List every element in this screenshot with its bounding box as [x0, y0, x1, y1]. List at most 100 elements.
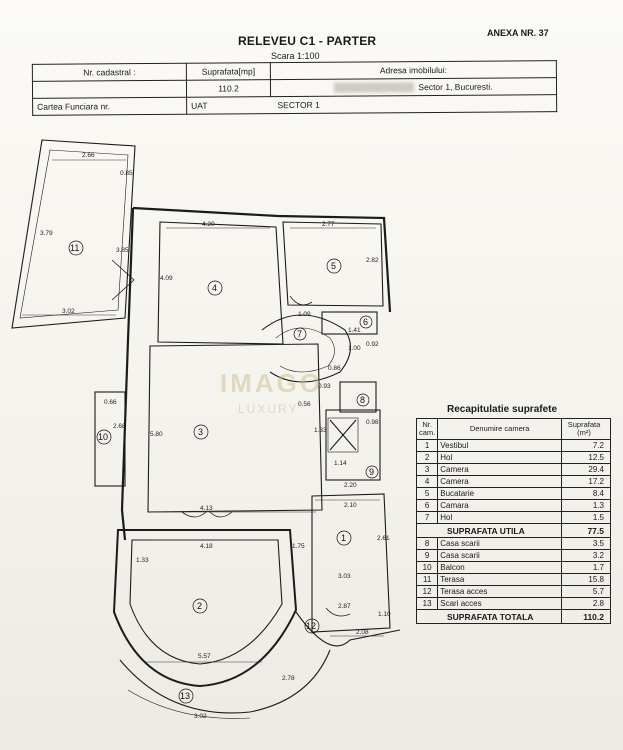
room-7-marker [293, 327, 307, 341]
room-12-number: 12 [306, 621, 316, 631]
dimension-label: 1.75 [292, 543, 305, 550]
area-value-cell: 3.2 [561, 549, 611, 562]
dimension-label: 2.78 [282, 675, 295, 682]
room-11-number: 11 [70, 243, 79, 253]
dimension-label: 5.57 [198, 653, 211, 660]
room-name-cell: Terasa [437, 573, 562, 586]
dimension-label: 1.00 [348, 345, 361, 352]
room-1-number: 1 [341, 533, 346, 543]
dimension-label: 2.66 [82, 152, 95, 159]
room-number-cell: 4 [415, 475, 439, 488]
room-number-cell: 2 [415, 451, 439, 464]
room-8-number: 8 [360, 395, 365, 405]
terrace-outline [11, 139, 136, 329]
total-area-row-value: 110.2 [561, 609, 611, 624]
dimension-label: 2.87 [338, 603, 351, 610]
room-number-cell: 1 [415, 439, 439, 452]
room-11-marker [68, 240, 84, 256]
dimension-label: 2.10 [344, 502, 357, 509]
room-number-cell: 5 [415, 487, 439, 500]
room-8-marker [356, 393, 370, 407]
room-name-cell: Camara [437, 499, 562, 512]
room-name-cell: Casa scarii [437, 549, 562, 562]
recap-title: Recapitulatie suprafete [447, 404, 558, 415]
room-number-cell: 9 [415, 549, 439, 562]
room-number-cell: 6 [415, 499, 439, 512]
area-value-cell: 2.8 [561, 597, 611, 610]
room-name-cell: Vestibul [437, 439, 562, 452]
room-13-marker [178, 688, 194, 704]
room-number-cell: 12 [415, 585, 439, 598]
room-number-cell: 10 [415, 561, 439, 574]
room-4-outline [157, 221, 284, 345]
useful-area-row-label: SUPRAFATA UTILA [416, 523, 562, 538]
dimension-label: 0.98 [366, 419, 379, 426]
col-header-nr: Nr. cam. [415, 418, 439, 440]
dimension-label: 0.66 [104, 399, 117, 406]
dimension-label: 4.18 [200, 543, 213, 550]
room-3-number: 3 [198, 427, 203, 437]
room-number-cell: 8 [415, 537, 439, 550]
room-7-number: 7 [297, 329, 302, 339]
room-2-number: 2 [197, 601, 202, 611]
room-4-marker [207, 280, 223, 296]
dimension-label: 2.82 [366, 257, 379, 264]
watermark-logo: IMAGO [220, 368, 324, 398]
scale-label: Scara 1:100 [271, 51, 320, 61]
dimension-label: 0.93 [318, 383, 331, 390]
dimension-label: 1.14 [334, 460, 347, 467]
area-value-cell: 15.8 [561, 573, 611, 586]
dimension-label: 2.08 [356, 629, 369, 636]
room-number-cell: 13 [415, 597, 439, 610]
dimension-label: 3.79 [40, 230, 53, 237]
dimension-label: 3.03 [338, 573, 351, 580]
area-value-cell: 12.5 [561, 451, 611, 464]
room-9-number: 9 [369, 467, 374, 477]
area-value-cell: 3.5 [561, 537, 611, 550]
area-value-cell: 1.7 [561, 561, 611, 574]
dimension-label: 0.56 [298, 401, 311, 408]
annex-number: ANEXA NR. 37 [487, 28, 549, 38]
room-5-marker [326, 258, 342, 274]
room-name-cell: Scari acces [437, 597, 562, 610]
dimension-label: 2.20 [344, 482, 357, 489]
room-name-cell: Camera [437, 463, 562, 476]
col-header-name: Denumire camera [437, 418, 562, 440]
room-1-marker [336, 530, 352, 546]
room-4-number: 4 [212, 283, 217, 293]
total-area-row-label: SUPRAFATA TOTALA [416, 609, 562, 624]
dimension-label: 4.20 [202, 221, 215, 228]
dimension-label: 1.10 [378, 611, 391, 618]
dimension-label: 2.77 [322, 221, 335, 228]
area-summary-table: Nr. cam. Denumire camera Suprafata (m²) … [415, 418, 611, 624]
room-number-cell: 7 [415, 511, 439, 524]
room-3-marker [193, 424, 209, 440]
room-10-marker [96, 429, 112, 445]
area-value-cell: 8.4 [561, 487, 611, 500]
dimension-label: 4.13 [200, 505, 213, 512]
dimension-label: 3.02 [62, 308, 75, 315]
room-6-number: 6 [363, 317, 368, 327]
room-name-cell: Terasa acces [437, 585, 562, 598]
room-2-marker [192, 598, 208, 614]
room-5-number: 5 [331, 261, 336, 271]
room-1-outline [311, 493, 391, 633]
dimension-label: 0.86 [328, 365, 341, 372]
dimension-label: 1.09 [298, 311, 311, 318]
watermark-logo-sub: LUXURY [238, 402, 299, 416]
room-3-outline [147, 343, 323, 513]
room-name-cell: Camera [437, 475, 562, 488]
room-9-marker [365, 465, 379, 479]
dimension-labels: 2.66 0.85 3.79 3.85 3.02 4.20 4.09 2.77 … [40, 152, 391, 720]
